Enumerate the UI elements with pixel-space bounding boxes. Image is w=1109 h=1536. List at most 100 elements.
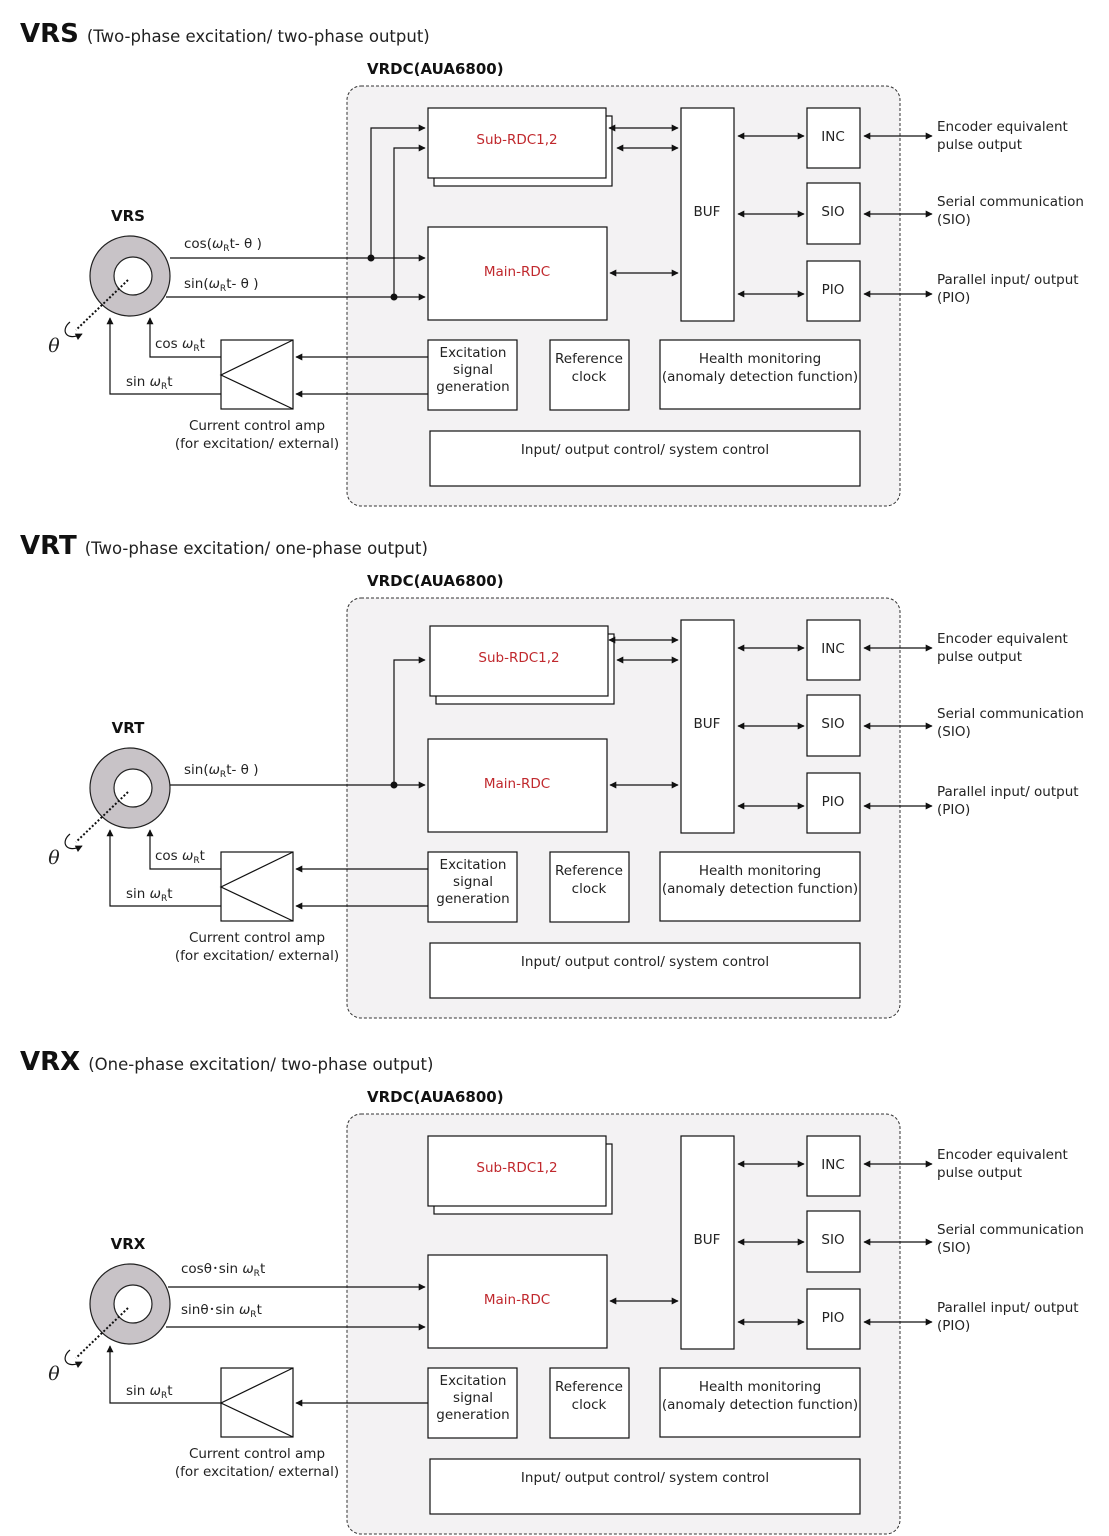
output-signal-cos: cosθ･sin ωRt: [181, 1261, 265, 1279]
buf-box: [680, 619, 735, 834]
excitation-label: generation: [436, 1407, 509, 1423]
chip-label: VRDC(AUA6800): [367, 1088, 504, 1106]
sub-rdc-label: Sub-RDC1,2: [476, 1160, 557, 1176]
rotation-arrow-icon: [64, 321, 83, 340]
health-monitoring-label: (anomaly detection function): [662, 1397, 858, 1413]
excitation-box: [427, 339, 518, 411]
excitation-label: Excitation: [440, 1373, 507, 1389]
sio-external-label: Serial communication: [937, 706, 1084, 722]
rotation-arrow-icon: [64, 833, 83, 852]
health-monitoring-label: (anomaly detection function): [662, 881, 858, 897]
sio-external-label-2: (SIO): [937, 724, 971, 740]
io-control-box: [429, 1458, 861, 1515]
resolver-label: VRX: [111, 1235, 146, 1253]
signal-line: [146, 317, 221, 358]
pio-external-label: Parallel input/ output: [937, 784, 1079, 800]
excitation-label: signal: [453, 1390, 493, 1406]
inc-external-label-2: pulse output: [937, 1165, 1022, 1181]
sio-box: [806, 694, 861, 757]
pio-label: PIO: [822, 1310, 845, 1326]
inc-external-label-2: pulse output: [937, 649, 1022, 665]
main-rdc-label: Main-RDC: [484, 1292, 550, 1308]
health-monitoring-box: [659, 1367, 861, 1438]
pio-box: [806, 772, 861, 834]
current-amp-box: [220, 851, 294, 922]
pio-box: [806, 260, 861, 322]
buf-label: BUF: [694, 716, 721, 732]
inc-external-label: Encoder equivalent: [937, 1147, 1068, 1163]
excitation-signal-sin: sin ωRt: [126, 886, 173, 904]
chip-label: VRDC(AUA6800): [367, 60, 504, 78]
io-control-label: Input/ output control/ system control: [521, 1470, 769, 1486]
pio-label: PIO: [822, 282, 845, 298]
main-rdc-label: Main-RDC: [484, 264, 550, 280]
reference-clock-box: [549, 339, 630, 411]
health-monitoring-box: [659, 339, 861, 410]
rotation-arrow-icon: [64, 1349, 83, 1368]
sio-external-label-2: (SIO): [937, 212, 971, 228]
sio-external-label: Serial communication: [937, 194, 1084, 210]
amp-caption-2: (for excitation/ external): [175, 436, 339, 452]
junction-dot: [367, 254, 375, 262]
amp-triangle-icon: [219, 851, 294, 922]
excitation-label: signal: [453, 362, 493, 378]
section-heading: VRS(Two-phase excitation/ two-phase outp…: [20, 19, 430, 49]
reference-clock-label: clock: [572, 881, 607, 897]
signal-line: [393, 144, 426, 297]
chip-label: VRDC(AUA6800): [367, 572, 504, 590]
health-monitoring-label: Health monitoring: [699, 1379, 821, 1395]
reference-clock-label: Reference: [555, 351, 623, 367]
health-monitoring-label: Health monitoring: [699, 351, 821, 367]
junction-dot: [390, 781, 398, 789]
pio-box: [806, 1288, 861, 1350]
io-control-label: Input/ output control/ system control: [521, 954, 769, 970]
sio-external-label-2: (SIO): [937, 1240, 971, 1256]
inc-box: [806, 1135, 861, 1197]
output-signal-cos: cos(ωRt- θ ): [184, 236, 262, 254]
theta-symbol: θ: [48, 335, 60, 357]
buf-box: [680, 107, 735, 322]
excitation-signal-cos: cos ωRt: [155, 848, 205, 866]
pio-label: PIO: [822, 794, 845, 810]
main-rdc-box: [427, 1254, 608, 1349]
health-monitoring-label: (anomaly detection function): [662, 369, 858, 385]
signal-line: [106, 317, 221, 395]
inc-box: [806, 107, 861, 169]
amp-caption-2: (for excitation/ external): [175, 948, 339, 964]
rotor-axis: [75, 791, 129, 843]
reference-clock-label: Reference: [555, 1379, 623, 1395]
io-control-label: Input/ output control/ system control: [521, 442, 769, 458]
sio-label: SIO: [821, 1232, 844, 1248]
theta-symbol: θ: [48, 847, 60, 869]
amp-caption: Current control amp: [189, 1446, 325, 1462]
io-control-box: [429, 430, 861, 487]
buf-label: BUF: [694, 204, 721, 220]
amp-triangle-icon: [219, 339, 294, 410]
inc-external-label: Encoder equivalent: [937, 631, 1068, 647]
reference-clock-label: clock: [572, 369, 607, 385]
excitation-label: Excitation: [440, 857, 507, 873]
pio-external-label-2: (PIO): [937, 290, 970, 306]
resolver-rotor-icon: [113, 1284, 153, 1324]
sub-rdc-box: [429, 625, 609, 697]
sio-external-label: Serial communication: [937, 1222, 1084, 1238]
current-amp-box: [220, 1367, 294, 1438]
pio-external-label-2: (PIO): [937, 802, 970, 818]
inc-label: INC: [821, 641, 845, 657]
resolver-rotor-icon: [113, 256, 153, 296]
health-monitoring-box: [659, 851, 861, 922]
inc-label: INC: [821, 1157, 845, 1173]
current-amp-box: [220, 339, 294, 410]
output-signal-sin: sin(ωRt- θ ): [184, 276, 258, 294]
sub-rdc-box: [427, 1135, 607, 1207]
rotor-axis: [75, 279, 129, 331]
section-heading: VRT(Two-phase excitation/ one-phase outp…: [20, 531, 428, 561]
signal-line: [106, 1345, 221, 1404]
rotor-axis: [75, 1307, 129, 1359]
excitation-label: signal: [453, 874, 493, 890]
buf-label: BUF: [694, 1232, 721, 1248]
sio-label: SIO: [821, 204, 844, 220]
resolver-rotor-icon: [113, 768, 153, 808]
excitation-signal-sin: sin ωRt: [126, 1383, 173, 1401]
excitation-signal-cos: cos ωRt: [155, 336, 205, 354]
